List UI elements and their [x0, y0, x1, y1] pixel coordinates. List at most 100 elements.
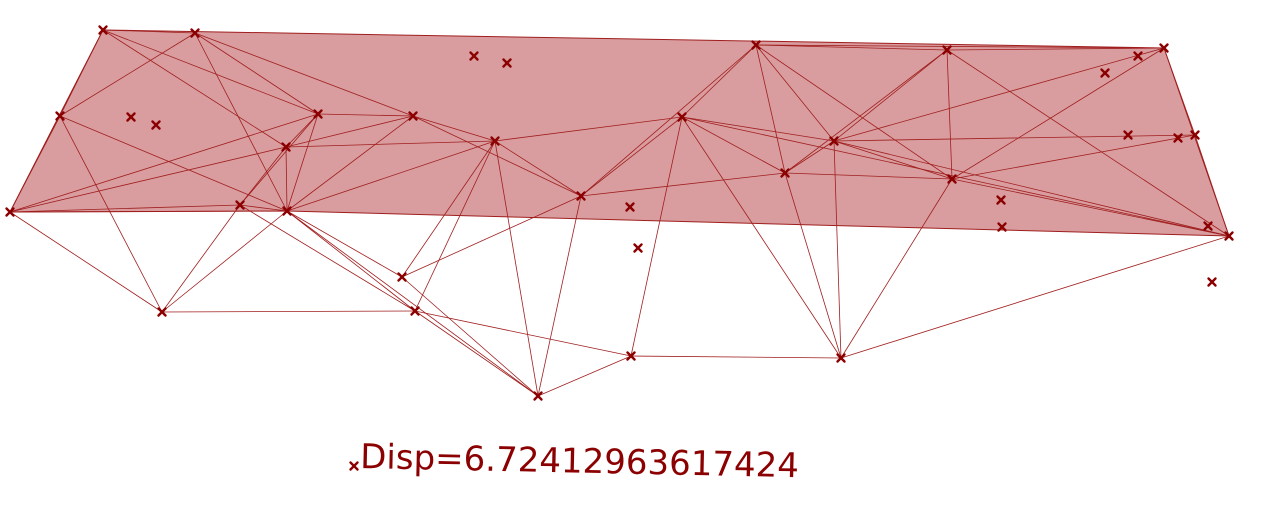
- vertex-marker: [1173, 133, 1183, 143]
- edge-line: [194, 32, 319, 115]
- edge-line: [102, 29, 196, 34]
- edge-line: [946, 49, 1230, 237]
- vertex-marker: [410, 306, 420, 316]
- edge-line: [9, 211, 163, 313]
- edge-line: [414, 310, 632, 357]
- edge-line: [412, 115, 582, 197]
- edge-line: [494, 116, 683, 142]
- vertex-markers: [5, 25, 1234, 471]
- edge-line: [833, 47, 1165, 142]
- edge-line: [285, 140, 496, 148]
- vertex-marker: [836, 353, 846, 363]
- edge-line: [161, 310, 416, 313]
- vertex-marker: [1207, 277, 1217, 287]
- vertex-marker: [55, 111, 65, 121]
- vertex-marker: [313, 109, 323, 119]
- vertex-marker: [677, 112, 687, 122]
- edge-line: [537, 355, 632, 397]
- vertex-marker: [151, 120, 161, 130]
- edge-line: [951, 178, 1230, 237]
- edge-line: [946, 47, 1165, 51]
- edge-line: [414, 310, 539, 397]
- edge-line: [833, 49, 948, 142]
- edge-line: [494, 140, 539, 397]
- vertex-marker: [126, 112, 136, 122]
- edge-line: [286, 210, 403, 278]
- vertex-marker: [349, 461, 359, 471]
- edge-line: [755, 44, 786, 174]
- edge-line: [161, 204, 241, 313]
- edge-line: [755, 44, 1165, 49]
- edge-line: [285, 146, 288, 212]
- edge-line: [784, 49, 948, 174]
- edge-line: [537, 195, 582, 397]
- edge-line: [286, 113, 319, 212]
- edge-line: [580, 172, 786, 197]
- edge-line: [286, 140, 496, 212]
- edge-line: [9, 210, 288, 213]
- edge-line: [414, 140, 496, 312]
- edge-line: [681, 116, 835, 142]
- edge-line: [840, 235, 1230, 359]
- edge-line: [9, 113, 319, 213]
- edge-line: [784, 140, 835, 174]
- displacement-caption: Disp=6.72412963617424: [360, 437, 799, 486]
- edge-line: [9, 115, 61, 213]
- edge-line: [630, 116, 683, 357]
- vertex-marker: [1190, 130, 1200, 140]
- edge-line: [1194, 134, 1230, 237]
- vertex-marker: [502, 58, 512, 68]
- edge-line: [784, 172, 842, 359]
- edge-line: [59, 115, 163, 313]
- vertex-marker: [1100, 68, 1110, 78]
- vertex-marker: [576, 191, 586, 201]
- edge-line: [833, 140, 953, 180]
- vertex-marker: [408, 111, 418, 121]
- edge-line: [630, 355, 842, 359]
- vertex-marker: [190, 28, 200, 38]
- vertex-marker: [997, 222, 1007, 232]
- vertex-marker: [1133, 51, 1143, 61]
- vertex-marker: [1203, 221, 1213, 231]
- edge-line: [401, 195, 582, 278]
- vertex-marker: [751, 40, 761, 50]
- vertex-marker: [5, 207, 15, 217]
- edge-line: [494, 140, 582, 197]
- edge-line: [194, 32, 414, 117]
- edge-line: [401, 276, 539, 397]
- vertex-marker: [469, 51, 479, 61]
- edge-line: [286, 210, 539, 397]
- vertex-marker: [98, 25, 108, 35]
- vertex-marker: [780, 168, 790, 178]
- edge-line: [239, 204, 416, 312]
- edge-line: [755, 44, 835, 142]
- edge-line: [9, 204, 241, 213]
- edge-line: [840, 178, 953, 359]
- vertex-marker: [625, 202, 635, 212]
- edge-line: [194, 32, 288, 212]
- edge-line: [580, 44, 757, 197]
- edge-line: [580, 116, 683, 197]
- edge-line: [951, 134, 1196, 180]
- edge-line: [755, 44, 948, 51]
- vertex-marker: [947, 174, 957, 184]
- edge-line: [239, 113, 319, 206]
- edge-line: [286, 115, 414, 212]
- edge-line: [412, 115, 496, 142]
- edge-line: [946, 49, 953, 180]
- edge-line: [59, 32, 196, 117]
- shaded-polygon: [9, 29, 1230, 237]
- edge-line: [285, 115, 414, 148]
- edge-line: [286, 210, 416, 312]
- vertex-marker: [1123, 130, 1133, 140]
- edge-line: [401, 140, 496, 278]
- edge-line: [285, 113, 319, 148]
- edge-line: [833, 140, 842, 359]
- edge-line: [102, 29, 287, 148]
- vertex-marker: [235, 200, 245, 210]
- edge-line: [161, 210, 288, 313]
- vertex-marker: [281, 142, 291, 152]
- edge-line: [681, 116, 842, 359]
- edge-line: [681, 116, 786, 174]
